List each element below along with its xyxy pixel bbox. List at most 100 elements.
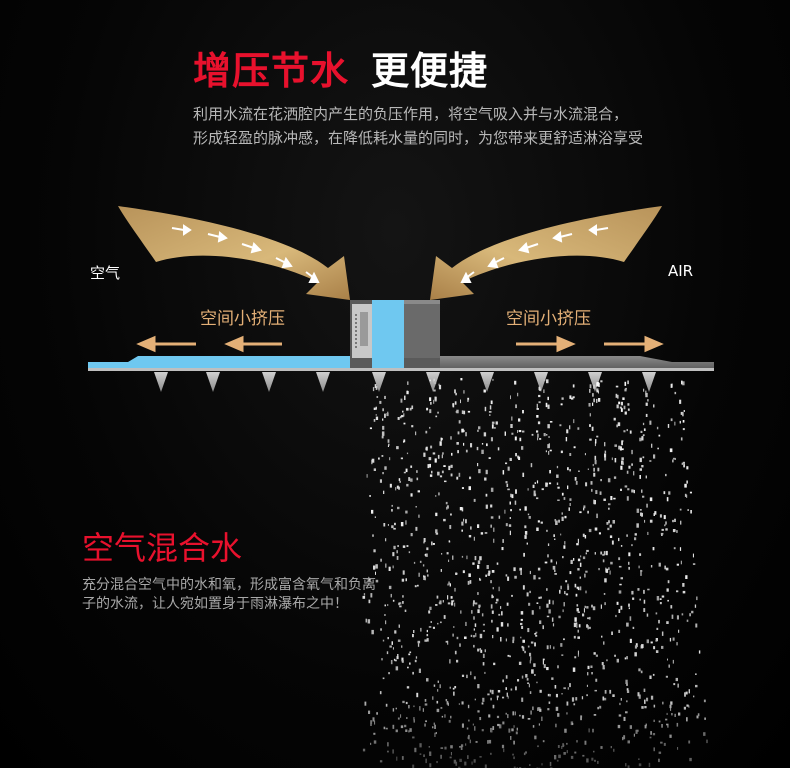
water-drop (551, 677, 554, 680)
water-drop (408, 705, 410, 709)
water-drop (398, 624, 400, 628)
water-drop (441, 454, 443, 459)
water-drop (572, 384, 575, 388)
water-drop (576, 543, 579, 546)
water-drop (680, 520, 682, 525)
water-drop (397, 654, 399, 658)
water-drop (649, 519, 653, 523)
water-drop (531, 433, 534, 436)
water-drop (670, 383, 673, 388)
water-drop (592, 393, 594, 397)
water-drop (437, 411, 439, 414)
water-drop (490, 400, 493, 405)
water-drop (558, 754, 561, 759)
water-drop (391, 641, 393, 645)
water-drop (463, 429, 465, 433)
left-air-flow-dashes-icon (171, 224, 320, 283)
water-drop (507, 654, 510, 657)
water-drop (474, 602, 478, 605)
water-drop (413, 561, 416, 564)
water-drop (391, 504, 393, 507)
water-drop (426, 634, 429, 637)
water-drop (638, 668, 641, 672)
water-drop (585, 552, 587, 555)
water-drop (706, 739, 708, 744)
water-drop (430, 402, 432, 405)
water-drop (538, 386, 541, 391)
water-drop (582, 556, 586, 560)
water-drop (394, 630, 397, 634)
water-drop (546, 588, 548, 591)
water-drop (510, 424, 513, 428)
water-drop (465, 449, 468, 453)
water-drop (455, 761, 458, 766)
water-drop (560, 533, 562, 536)
water-drop (669, 704, 672, 709)
water-drop (483, 389, 486, 393)
water-drop (629, 638, 632, 643)
water-drop (569, 571, 572, 575)
water-drop (593, 398, 595, 403)
water-drop (575, 697, 578, 701)
water-drop (546, 529, 548, 532)
water-drop (566, 742, 568, 745)
water-drop (511, 416, 513, 421)
water-drop (488, 570, 491, 575)
water-drop (536, 527, 539, 531)
water-drop (433, 722, 435, 725)
water-drop (458, 703, 460, 705)
water-drop (509, 530, 511, 536)
water-drop (475, 741, 478, 743)
water-drop (408, 551, 411, 554)
water-drop (623, 735, 626, 740)
water-drop (495, 421, 498, 425)
water-drop (373, 407, 376, 410)
water-drop (555, 520, 558, 525)
water-drop (650, 565, 653, 568)
water-drop (584, 453, 586, 456)
water-drop (537, 745, 539, 748)
water-drop (564, 728, 567, 733)
water-drop (509, 517, 511, 519)
water-drop (553, 534, 555, 537)
water-drop (536, 681, 538, 684)
water-drop (562, 556, 564, 559)
water-drop (412, 671, 414, 675)
water-drop (534, 735, 537, 740)
water-drop (399, 602, 402, 605)
water-drop (449, 756, 452, 759)
water-drop (686, 717, 688, 722)
water-drop (461, 521, 464, 526)
water-drop (666, 497, 669, 502)
water-drop (533, 663, 536, 667)
water-drop (409, 651, 412, 654)
water-drop (386, 413, 389, 417)
water-drop (406, 390, 409, 395)
water-drop (395, 487, 397, 491)
water-drop (548, 701, 551, 704)
water-drop (592, 464, 594, 467)
water-drop (598, 532, 601, 535)
water-drop (413, 719, 415, 723)
water-drop (653, 646, 656, 650)
water-drop (473, 536, 475, 541)
water-drop (488, 411, 492, 413)
water-drop (594, 759, 596, 762)
water-drop (578, 624, 581, 628)
water-drop (681, 462, 683, 465)
water-drop (463, 390, 465, 394)
water-drop (491, 570, 495, 573)
water-drop (436, 761, 438, 764)
water-drop (672, 637, 675, 641)
water-drop (628, 603, 630, 607)
water-drop (514, 436, 517, 441)
water-drop (388, 672, 390, 675)
water-drop (586, 684, 588, 687)
water-drop (380, 628, 382, 631)
water-drop (492, 378, 494, 381)
water-drop (621, 460, 624, 465)
water-drop (409, 407, 412, 411)
water-drop (473, 644, 475, 648)
water-drop (649, 675, 652, 679)
water-drop (600, 746, 603, 749)
